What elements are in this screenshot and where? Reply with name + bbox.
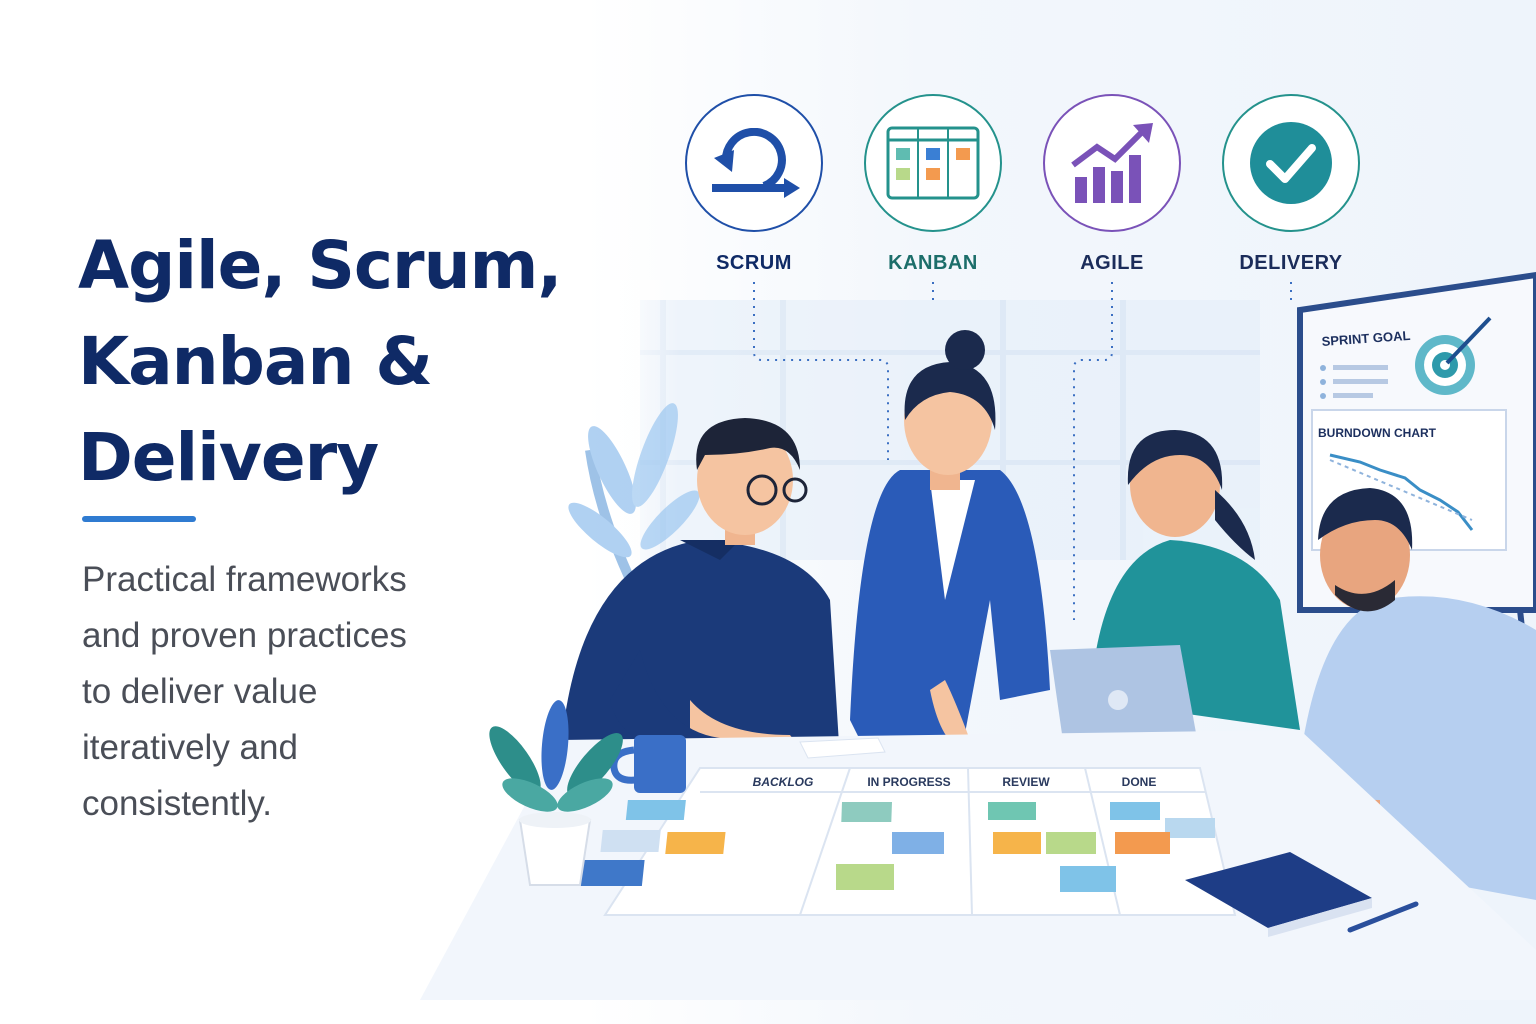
framework-label: KANBAN [888, 252, 978, 274]
page-title: Agile, Scrum, Kanban & Delivery [78, 218, 598, 506]
kanban-column-review: REVIEW [1002, 775, 1050, 789]
agile-circle [1043, 94, 1181, 232]
growth-chart-icon [1071, 123, 1153, 203]
subtitle-line: to deliver value [82, 672, 318, 711]
title-line: Delivery [78, 419, 379, 496]
kanban-column-backlog: BACKLOG [753, 775, 814, 789]
dotted-connectors [753, 282, 1292, 620]
subtitle-line: Practical frameworks [82, 560, 407, 599]
scrum-cycle-icon [712, 128, 800, 198]
subtitle-line: consistently. [82, 784, 272, 823]
kanban-board-icon [886, 126, 980, 200]
notebook [1185, 852, 1372, 937]
kanban-column-done: DONE [1122, 775, 1157, 789]
background-plant [568, 403, 700, 603]
title-line: Kanban & [78, 323, 433, 400]
person-left-man [560, 418, 840, 760]
title-line: Agile, Scrum, [78, 227, 562, 304]
potted-plant [489, 700, 623, 886]
page-subtitle: Practical frameworks and proven practice… [82, 552, 512, 832]
scrum-circle [685, 94, 823, 232]
pen [1347, 901, 1419, 933]
framework-label: SCRUM [716, 252, 792, 274]
subtitle-line: iteratively and [82, 728, 298, 767]
framework-label: AGILE [1080, 252, 1144, 274]
kanban-column-in-progress: IN PROGRESS [867, 775, 950, 789]
delivery-circle [1222, 94, 1360, 232]
whiteboard-sprint-goal: SPRINT GOAL [1321, 328, 1411, 349]
paper-sheet [799, 737, 886, 759]
whiteboard-burndown-chart: BURNDOWN CHART [1318, 426, 1437, 440]
subtitle-line: and proven practices [82, 616, 407, 655]
coffee-mug [610, 735, 686, 793]
framework-scrum: SCRUM [683, 94, 825, 275]
framework-agile: AGILE [1041, 94, 1183, 275]
framework-label: DELIVERY [1239, 252, 1343, 274]
kanban-circle [864, 94, 1002, 232]
accent-divider [82, 516, 196, 522]
kanban-board-sheet: BACKLOG IN PROGRESS REVIEW DONE [576, 767, 1237, 916]
person-standing-woman [850, 330, 1050, 760]
target-icon [1415, 316, 1492, 395]
framework-kanban: KANBAN [862, 94, 1004, 275]
check-circle-icon [1250, 122, 1332, 204]
kanban-column-headers: BACKLOG IN PROGRESS REVIEW DONE [753, 775, 1157, 789]
framework-delivery: DELIVERY [1220, 94, 1362, 275]
